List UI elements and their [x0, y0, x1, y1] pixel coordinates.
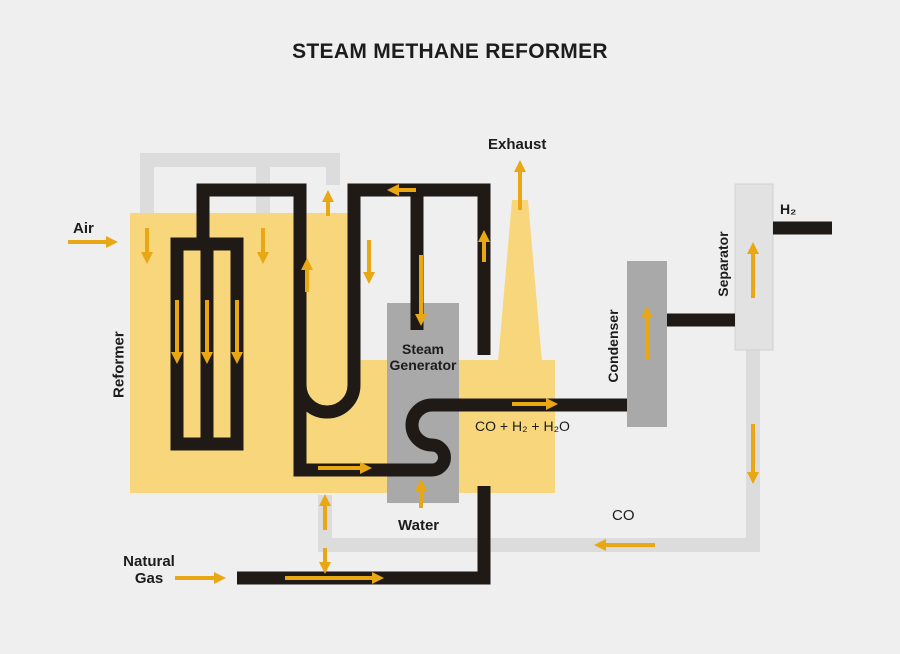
reformer-furnace	[130, 213, 555, 493]
exhaust-label: Exhaust	[488, 136, 547, 153]
condenser-label: Condenser	[604, 309, 621, 383]
natural-gas-label: Natural Gas	[118, 553, 180, 588]
steam-generator-label-line-1: Steam	[401, 341, 445, 357]
h2-label: H₂	[780, 201, 797, 217]
air-label: Air	[73, 220, 94, 237]
co-label: CO	[612, 507, 635, 524]
diagram-title: STEAM METHANE REFORMER	[292, 40, 608, 63]
steam-generator-label: Steam Generator	[383, 341, 463, 373]
flow-arrows	[68, 160, 759, 584]
natural-gas-label-line-2: Gas	[134, 570, 164, 588]
separator-label: Separator	[714, 231, 731, 297]
exhaust-stack	[498, 200, 542, 362]
water-label: Water	[398, 517, 440, 534]
steam-generator-label-line-2: Generator	[389, 357, 457, 374]
reformer-label: Reformer	[110, 331, 128, 398]
natural-gas-label-line-1: Natural	[123, 553, 175, 570]
stream-composition-label: CO + H₂ + H₂O	[475, 418, 570, 434]
